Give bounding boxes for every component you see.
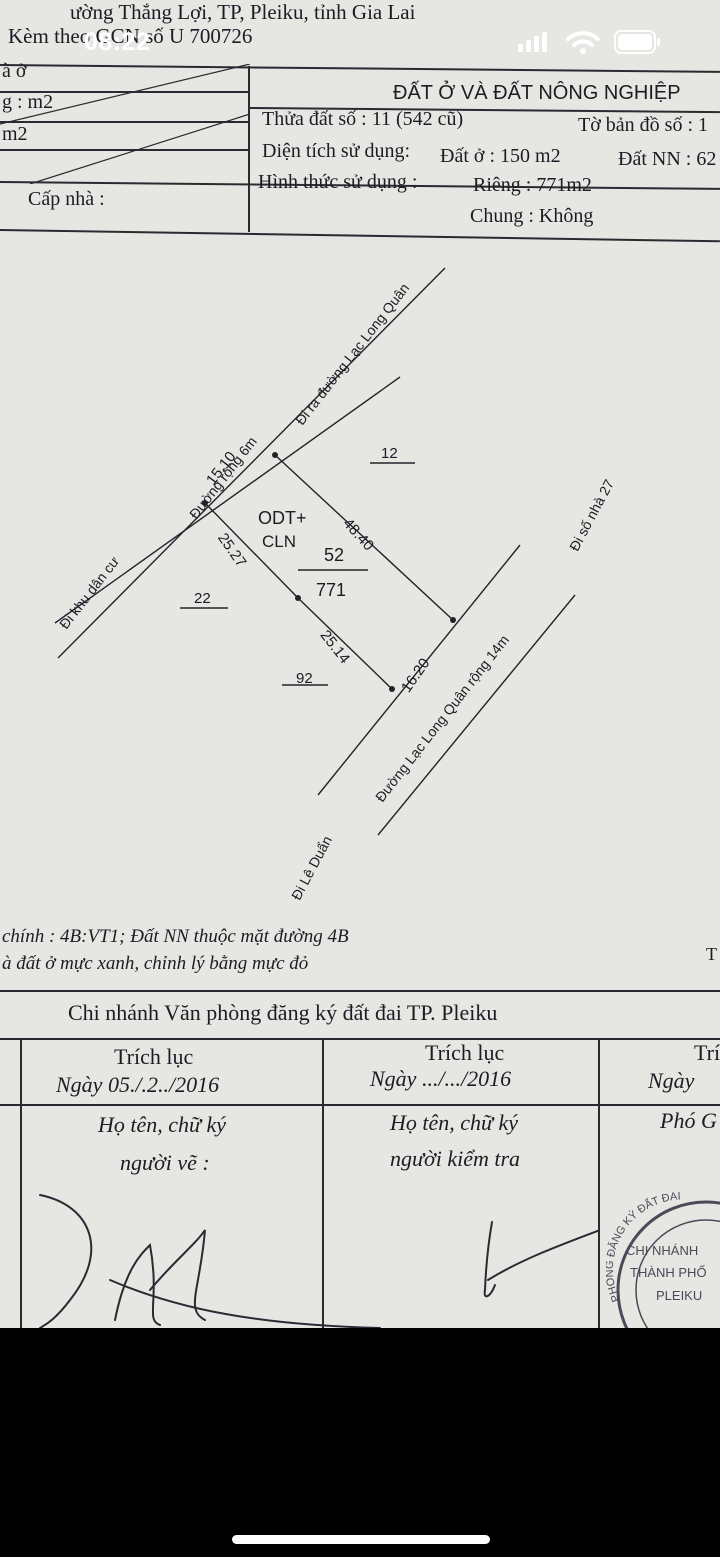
drawer-col-date: Ngày 05./.2../2016 xyxy=(56,1072,220,1097)
neighbor-parcel-12: 12 xyxy=(381,445,398,462)
seal-line-2: THÀNH PHỐ xyxy=(630,1265,707,1280)
land-type: ĐẤT Ở VÀ ĐẤT NÔNG NGHIỆP xyxy=(393,82,681,104)
office-seal: PHÒNG ĐĂNG KÝ ĐẤT ĐAI CHI NHÁNH THÀNH PH… xyxy=(606,1190,720,1328)
private-area: Riêng : 771m2 xyxy=(473,174,592,196)
area-used-label: Diện tích sử dụng: xyxy=(262,140,411,162)
note-line-2: à đất ở mực xanh, chỉnh lý bằng mực đỏ xyxy=(2,953,309,974)
status-time: 08:22 xyxy=(84,28,151,56)
note-right-cut: T xyxy=(706,944,717,964)
checker-role-line2: người kiểm tra xyxy=(390,1146,521,1171)
home-indicator[interactable] xyxy=(232,1535,490,1544)
parcel-map-number: 52 xyxy=(324,545,345,565)
table-diagonal-lines xyxy=(0,64,250,184)
neighbor-parcel-22: 22 xyxy=(194,590,211,607)
table-left-row3: m2 xyxy=(2,123,28,145)
residential-area: Đất ở : 150 m2 xyxy=(440,145,561,167)
attachment-line: Kèm theo GCN số U 700726 xyxy=(8,24,253,48)
office-name: Chi nhánh Văn phòng đăng ký đất đai TP. … xyxy=(68,1000,498,1025)
parcel-code-1: ODT+ xyxy=(258,508,307,528)
checker-col-title: Trích lục xyxy=(425,1040,505,1065)
parcel-number: Thửa đất số : 11 (542 cũ) xyxy=(262,108,464,130)
checker-col-date: Ngày .../.../2016 xyxy=(370,1066,512,1091)
parcel-map-area: 771 xyxy=(316,580,347,600)
drawer-col-title: Trích lục xyxy=(114,1044,194,1069)
parcel-code-2: CLN xyxy=(262,532,297,551)
third-col-title: Trí xyxy=(694,1040,720,1065)
land-certificate-photo: ường Thắng Lợi, TP, Pleiku, tỉnh Gia Lai… xyxy=(0,0,720,1328)
signal-bars-icon xyxy=(518,32,547,52)
table-left-row1: à ở xyxy=(2,60,27,82)
usage-form-label: Hình thức sử dụng : xyxy=(258,171,418,193)
drawer-role-line1: Họ tên, chữ ký xyxy=(98,1112,227,1137)
table-left-row2: g : m2 xyxy=(2,91,54,113)
address-line: ường Thắng Lợi, TP, Pleiku, tỉnh Gia Lai xyxy=(70,0,416,24)
agricultural-area: Đất NN : 62 xyxy=(618,148,717,170)
battery-icon xyxy=(614,30,660,54)
checker-role-line1: Họ tên, chữ ký xyxy=(390,1110,519,1135)
handwritten-signatures xyxy=(39,1194,600,1328)
shared-area: Chung : Không xyxy=(470,205,594,227)
note-line-1: chính : 4B:VT1; Đất NN thuộc mặt đường 4… xyxy=(2,926,349,947)
seal-line-3: PLEIKU xyxy=(656,1288,702,1303)
map-sheet-number: Tờ bản đồ số : 1 xyxy=(578,114,709,136)
wifi-icon xyxy=(566,31,600,54)
third-col-role: Phó G xyxy=(660,1108,717,1133)
seal-line-1: CHI NHÁNH xyxy=(626,1243,698,1258)
neighbor-parcel-92: 92 xyxy=(296,670,313,687)
drawer-role-line2: người vẽ : xyxy=(120,1150,210,1175)
status-bar: 08:22 xyxy=(0,0,720,88)
third-col-date: Ngày xyxy=(648,1068,695,1093)
housing-grade-label: Cấp nhà : xyxy=(28,188,105,210)
parcel-map xyxy=(54,267,576,836)
